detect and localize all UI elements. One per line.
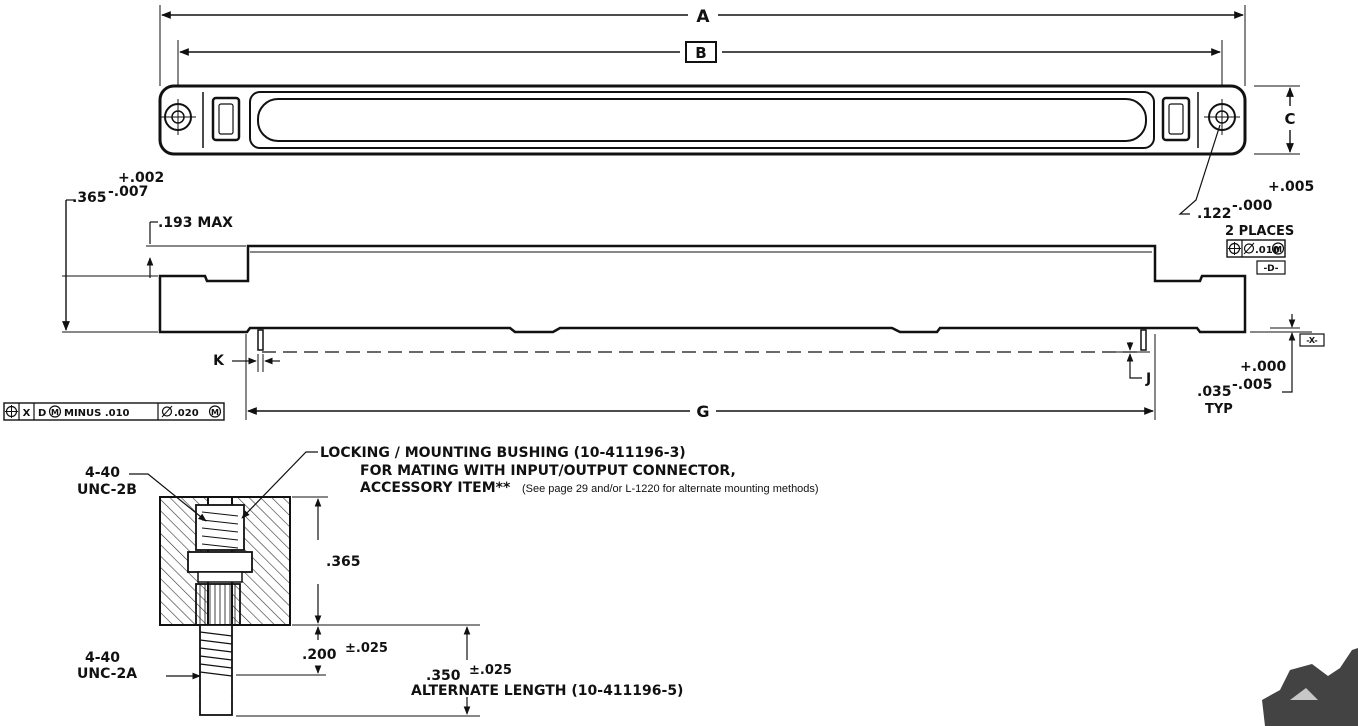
hole-callout: +.005 .122 -.000 2 PLACES .010 M -D- [1178,124,1314,275]
thread-top-size: 4-40 [85,465,120,481]
hole-size-value: .122 [1197,206,1232,222]
height-dimension: +.002 .365 -.007 [62,170,164,333]
alternate-length-tol: ±.025 [469,663,512,678]
fcf-datum-d: D [38,408,46,419]
datum-x-label: -X- [1306,336,1318,345]
pin-tol-plus: +.000 [1240,359,1287,375]
diameter-symbol-icon [161,406,173,417]
side-view: +.002 .365 -.007 .193 MAX K J [62,170,1325,421]
fcf-minus-note: MINUS .010 [64,408,130,419]
height-tol-minus: -.007 [108,184,148,200]
alternate-length-value: .350 [426,668,461,684]
fcf-datum-x: X [23,408,31,419]
position-tolerance-frame: X D M MINUS .010 .020 M [3,402,225,421]
stud-length-tol: ±.025 [345,641,388,656]
hole-fcf-modifier: M [1274,245,1282,254]
bushing-length-dimension: .365 [292,496,361,626]
dimension-j-label: J [1145,371,1151,387]
thread-top-class: UNC-2B [77,482,137,498]
datum-d-label: -D- [1263,264,1278,274]
stud-length-dimension: .200 ±.025 [236,626,388,676]
dimension-g: G [245,334,1156,421]
dimension-b: B [179,41,1221,63]
max-height-dimension: .193 MAX [146,215,246,278]
bushing-callout-title: LOCKING / MOUNTING BUSHING (10-411196-3) [320,445,686,461]
dimension-a: A [161,7,1244,27]
connector-side-outline [158,244,1247,334]
pin-value: .035 [1197,384,1232,400]
external-thread [199,631,233,677]
height-value: .365 [72,190,107,206]
bushing-collar [187,551,253,573]
pin-tol-minus: -.005 [1232,377,1272,393]
bushing-callout-accessory: ACCESSORY ITEM** [360,480,511,496]
dimension-a-label: A [696,7,710,27]
dimension-c: C [1254,85,1300,155]
alternate-length-note: ALTERNATE LENGTH (10-411196-5) [411,683,683,699]
hole-places: 2 PLACES [1225,224,1294,239]
connector-top-outline [158,84,1247,156]
bushing-length-label: .365 [326,554,361,570]
top-view: A B [158,5,1300,156]
dimension-g-label: G [696,402,709,421]
thread-bottom-size: 4-40 [85,650,120,666]
fcf-modifier-1: M [51,408,59,417]
hole-position-frame: .010 M [1226,239,1286,258]
dimension-c-label: C [1284,110,1295,128]
hole-fcf-tolerance: .010 [1255,245,1280,256]
thread-bottom-class: UNC-2A [77,666,137,682]
hole-tol-plus: +.005 [1268,179,1314,195]
alternate-length-dimension: .350 ±.025 ALTERNATE LENGTH (10-411196-5… [236,624,683,717]
bushing-section: 4-40 UNC-2B 4-40 UNC-2A LOCKING / MOUNTI… [77,445,819,717]
dimension-k-label: K [213,353,225,369]
knurl [199,584,236,624]
hole-tol-minus: -.000 [1232,198,1273,214]
fcf-tolerance: .020 [174,408,199,419]
internal-thread [201,511,239,549]
fcf-modifier-2: M [211,408,219,417]
bushing-callout-mating: FOR MATING WITH INPUT/OUTPUT CONNECTOR, [360,463,736,479]
dimension-k: K [213,353,280,372]
dimension-b-label: B [695,44,706,62]
stud-length-value: .200 [302,647,337,663]
max-height-label: .193 MAX [158,215,233,231]
pin-dimension: -X- +.000 .035 -.005 TYP [1197,314,1325,417]
bushing-callout-note: (See page 29 and/or L-1220 for alternate… [522,483,819,495]
corner-artwork [1262,648,1358,726]
height-tol-plus: +.002 [118,170,164,186]
threaded-stud [199,624,233,716]
dimension-j: J [1115,342,1151,387]
diameter-symbol-icon [1243,243,1255,254]
pin-typ: TYP [1205,402,1233,417]
